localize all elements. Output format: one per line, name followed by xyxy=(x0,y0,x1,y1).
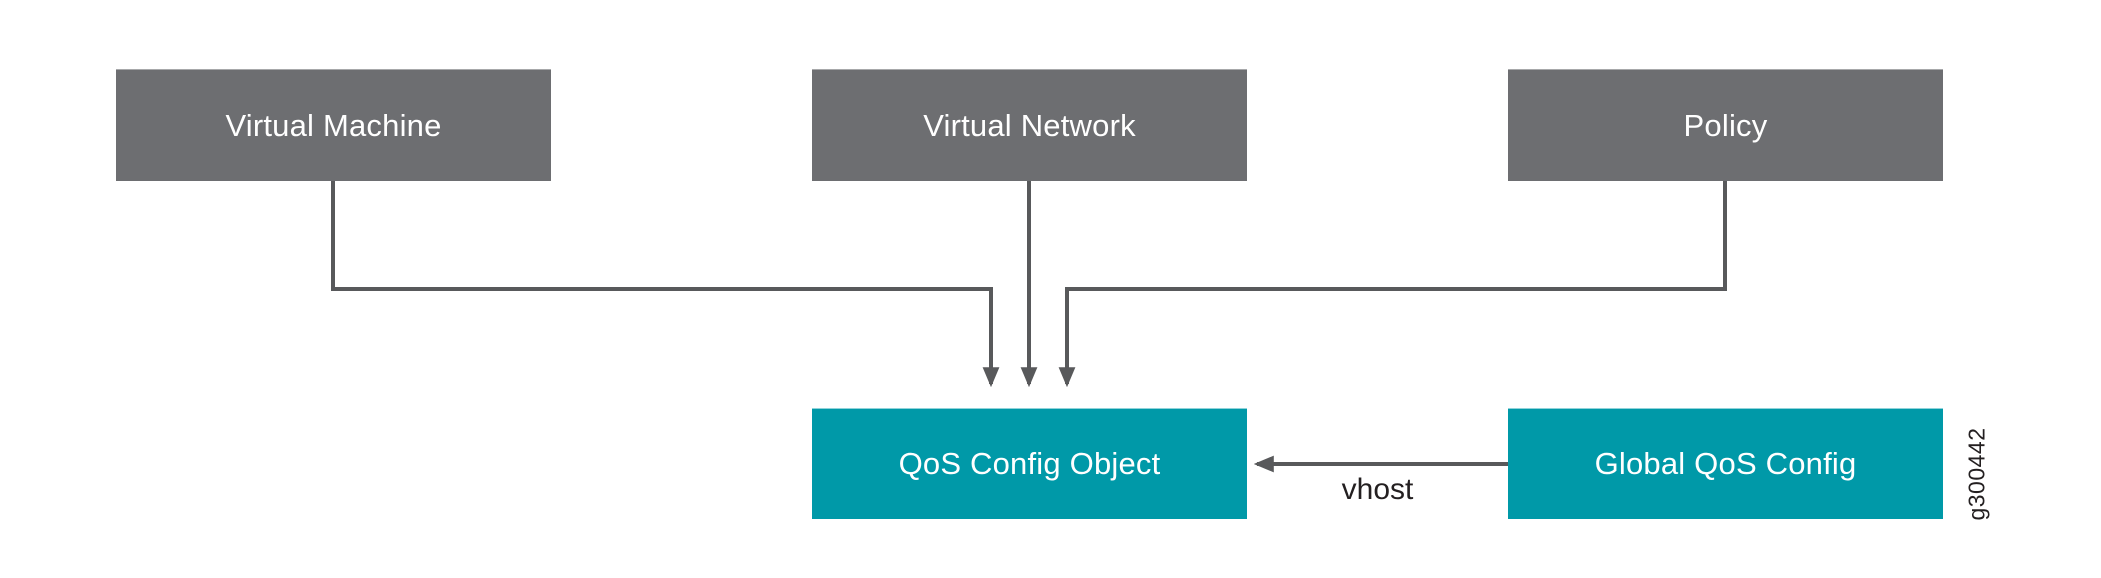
policy-node: Policy xyxy=(1508,69,1943,181)
global-qos-config-node: Global QoS Config xyxy=(1508,408,1943,519)
virtual-network-label: Virtual Network xyxy=(923,107,1136,143)
virtual-network-node: Virtual Network xyxy=(812,69,1247,181)
figure-id: g300442 xyxy=(1963,427,1990,521)
global-qos-config-label: Global QoS Config xyxy=(1594,446,1857,481)
vhost-edge-label: vhost xyxy=(1341,473,1414,506)
edge-virtual-machine-to-qos xyxy=(331,181,1000,388)
virtual-machine-label: Virtual Machine xyxy=(225,107,442,143)
virtual-machine-node: Virtual Machine xyxy=(116,69,551,181)
qos-config-object-label: QoS Config Object xyxy=(898,446,1161,481)
policy-label: Policy xyxy=(1683,107,1768,143)
edge-policy-to-qos xyxy=(1058,181,1727,388)
qos-config-object-node: QoS Config Object xyxy=(812,408,1247,519)
